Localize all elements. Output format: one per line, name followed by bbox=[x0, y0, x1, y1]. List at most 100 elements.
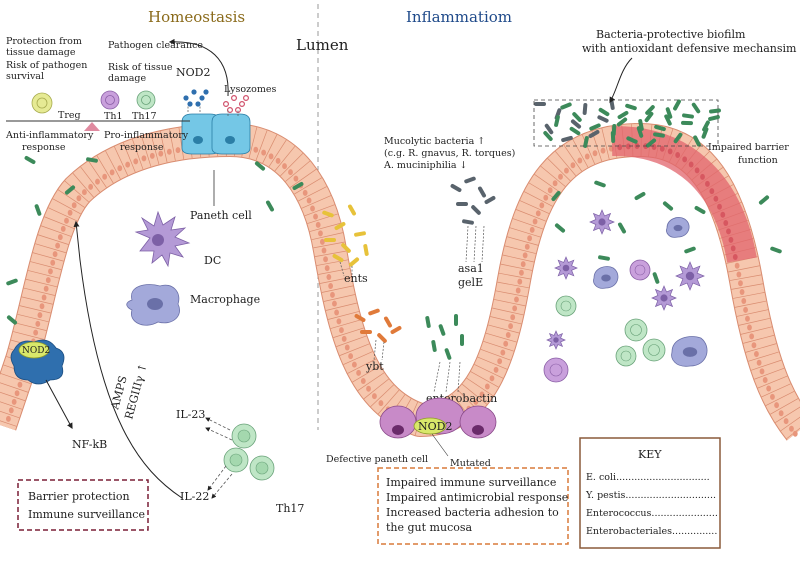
cell-border bbox=[311, 232, 343, 240]
cell-nucleus bbox=[330, 291, 335, 298]
lamina-bacterium bbox=[598, 255, 610, 261]
lamina-bacterium bbox=[634, 192, 646, 201]
cell-nucleus bbox=[64, 217, 69, 224]
cell-nucleus bbox=[356, 369, 361, 376]
gene-arrow bbox=[445, 361, 451, 393]
cell-nucleus bbox=[41, 294, 47, 301]
pro-inflammatory-2: response bbox=[120, 142, 164, 153]
cell-nucleus bbox=[515, 287, 521, 294]
cell-nucleus bbox=[253, 146, 259, 153]
cell-nucleus bbox=[275, 157, 281, 164]
biofilm-bacterium bbox=[534, 102, 546, 106]
cell-nucleus bbox=[570, 162, 576, 169]
cell-nucleus bbox=[378, 400, 384, 407]
cell-nucleus bbox=[334, 309, 339, 316]
cell-nucleus bbox=[332, 300, 337, 307]
cell-nucleus bbox=[600, 147, 606, 154]
lamina-bacterium bbox=[618, 222, 626, 234]
cell-border bbox=[32, 252, 64, 262]
biofilm-bacterium bbox=[701, 127, 709, 139]
cell-nucleus bbox=[739, 289, 745, 296]
mutated-pointer bbox=[431, 433, 449, 457]
cell-border bbox=[563, 144, 583, 172]
cell-nucleus bbox=[175, 147, 181, 154]
cell-nucleus bbox=[76, 195, 82, 202]
cell-border bbox=[304, 204, 335, 217]
cell-border bbox=[512, 218, 544, 230]
gene-arrow bbox=[433, 361, 441, 393]
cell-nucleus bbox=[319, 238, 325, 245]
cell-border bbox=[581, 134, 596, 165]
cell-nucleus bbox=[539, 202, 545, 209]
cell-nucleus bbox=[48, 268, 53, 275]
cell-border bbox=[540, 165, 566, 187]
inflammation-box-line-4: the gut mucosa bbox=[386, 521, 472, 534]
cell-border bbox=[105, 150, 121, 180]
cell-border bbox=[738, 317, 770, 326]
cell-nucleus bbox=[592, 150, 598, 157]
biofilm-bacterium bbox=[561, 135, 573, 143]
impaired-barrier-2: function bbox=[738, 155, 778, 166]
cell-border bbox=[313, 241, 345, 249]
cell-nucleus bbox=[109, 169, 115, 176]
cell-border bbox=[274, 145, 296, 172]
cell-border bbox=[150, 133, 160, 165]
cell-border bbox=[64, 180, 89, 203]
dc-inflamed-nucleus bbox=[598, 218, 606, 226]
lysozyme-granule bbox=[239, 100, 246, 107]
gene-arrow bbox=[457, 361, 461, 393]
cell-nucleus bbox=[756, 359, 762, 366]
cell-nucleus bbox=[584, 153, 590, 160]
biofilm-box bbox=[533, 99, 719, 147]
biofilm-bacterium bbox=[588, 130, 600, 138]
cell-nucleus bbox=[543, 194, 549, 201]
cell-nucleus bbox=[323, 256, 328, 263]
cell-border bbox=[0, 391, 26, 402]
cell-nucleus bbox=[6, 415, 11, 422]
biofilm-bacterium bbox=[664, 114, 672, 126]
cell-border bbox=[498, 272, 531, 280]
defective-nod2-label: NOD2 bbox=[418, 420, 452, 433]
cell-border bbox=[555, 150, 577, 176]
enterobacteriales-bacterium bbox=[454, 314, 458, 326]
cell-nucleus bbox=[39, 303, 45, 310]
cell-border bbox=[40, 225, 72, 237]
cell-nucleus bbox=[67, 209, 73, 216]
cell-nucleus bbox=[336, 318, 342, 325]
enterococcus-bacterium bbox=[484, 195, 496, 204]
cell-border bbox=[30, 261, 62, 270]
cell-nucleus bbox=[489, 375, 495, 382]
th1-label: Th1 bbox=[104, 111, 123, 122]
cell-border bbox=[357, 372, 385, 391]
lamina-bacterium bbox=[652, 272, 660, 284]
nod2-label: NOD2 bbox=[176, 66, 210, 79]
cell-nucleus bbox=[749, 333, 755, 340]
ypestis-bacterium bbox=[377, 333, 387, 343]
biofilm-bacterium bbox=[598, 107, 610, 117]
ecoli-bacterium bbox=[322, 210, 334, 218]
inflammation-box-line-2: Impaired antimicrobial response bbox=[386, 491, 568, 504]
cell-nucleus bbox=[789, 425, 794, 432]
cell-border bbox=[470, 371, 499, 388]
cell-nucleus bbox=[341, 335, 347, 342]
cell-border bbox=[48, 207, 78, 222]
cell-nucleus bbox=[318, 230, 323, 237]
cell-border bbox=[262, 134, 278, 164]
pathogen-clearance: Pathogen clearance bbox=[108, 40, 203, 51]
cell-nucleus bbox=[522, 252, 528, 259]
biofilm-bacterium bbox=[702, 120, 710, 132]
cell-nucleus bbox=[497, 358, 503, 365]
cell-nucleus bbox=[770, 393, 775, 400]
cell-border bbox=[765, 390, 795, 406]
cell-nucleus bbox=[552, 180, 558, 187]
cell-nucleus bbox=[519, 269, 524, 276]
cell-nucleus bbox=[473, 398, 479, 405]
dc-inflamed-nucleus bbox=[553, 337, 559, 343]
ypestis-bacterium bbox=[390, 326, 402, 334]
dc-inflamed-nucleus bbox=[562, 264, 570, 272]
biofilm-bacterium bbox=[543, 131, 553, 141]
cell-nucleus bbox=[759, 368, 765, 375]
ecoli-bacterium bbox=[332, 254, 344, 262]
cell-nucleus bbox=[14, 390, 20, 397]
cell-nucleus bbox=[55, 242, 61, 249]
